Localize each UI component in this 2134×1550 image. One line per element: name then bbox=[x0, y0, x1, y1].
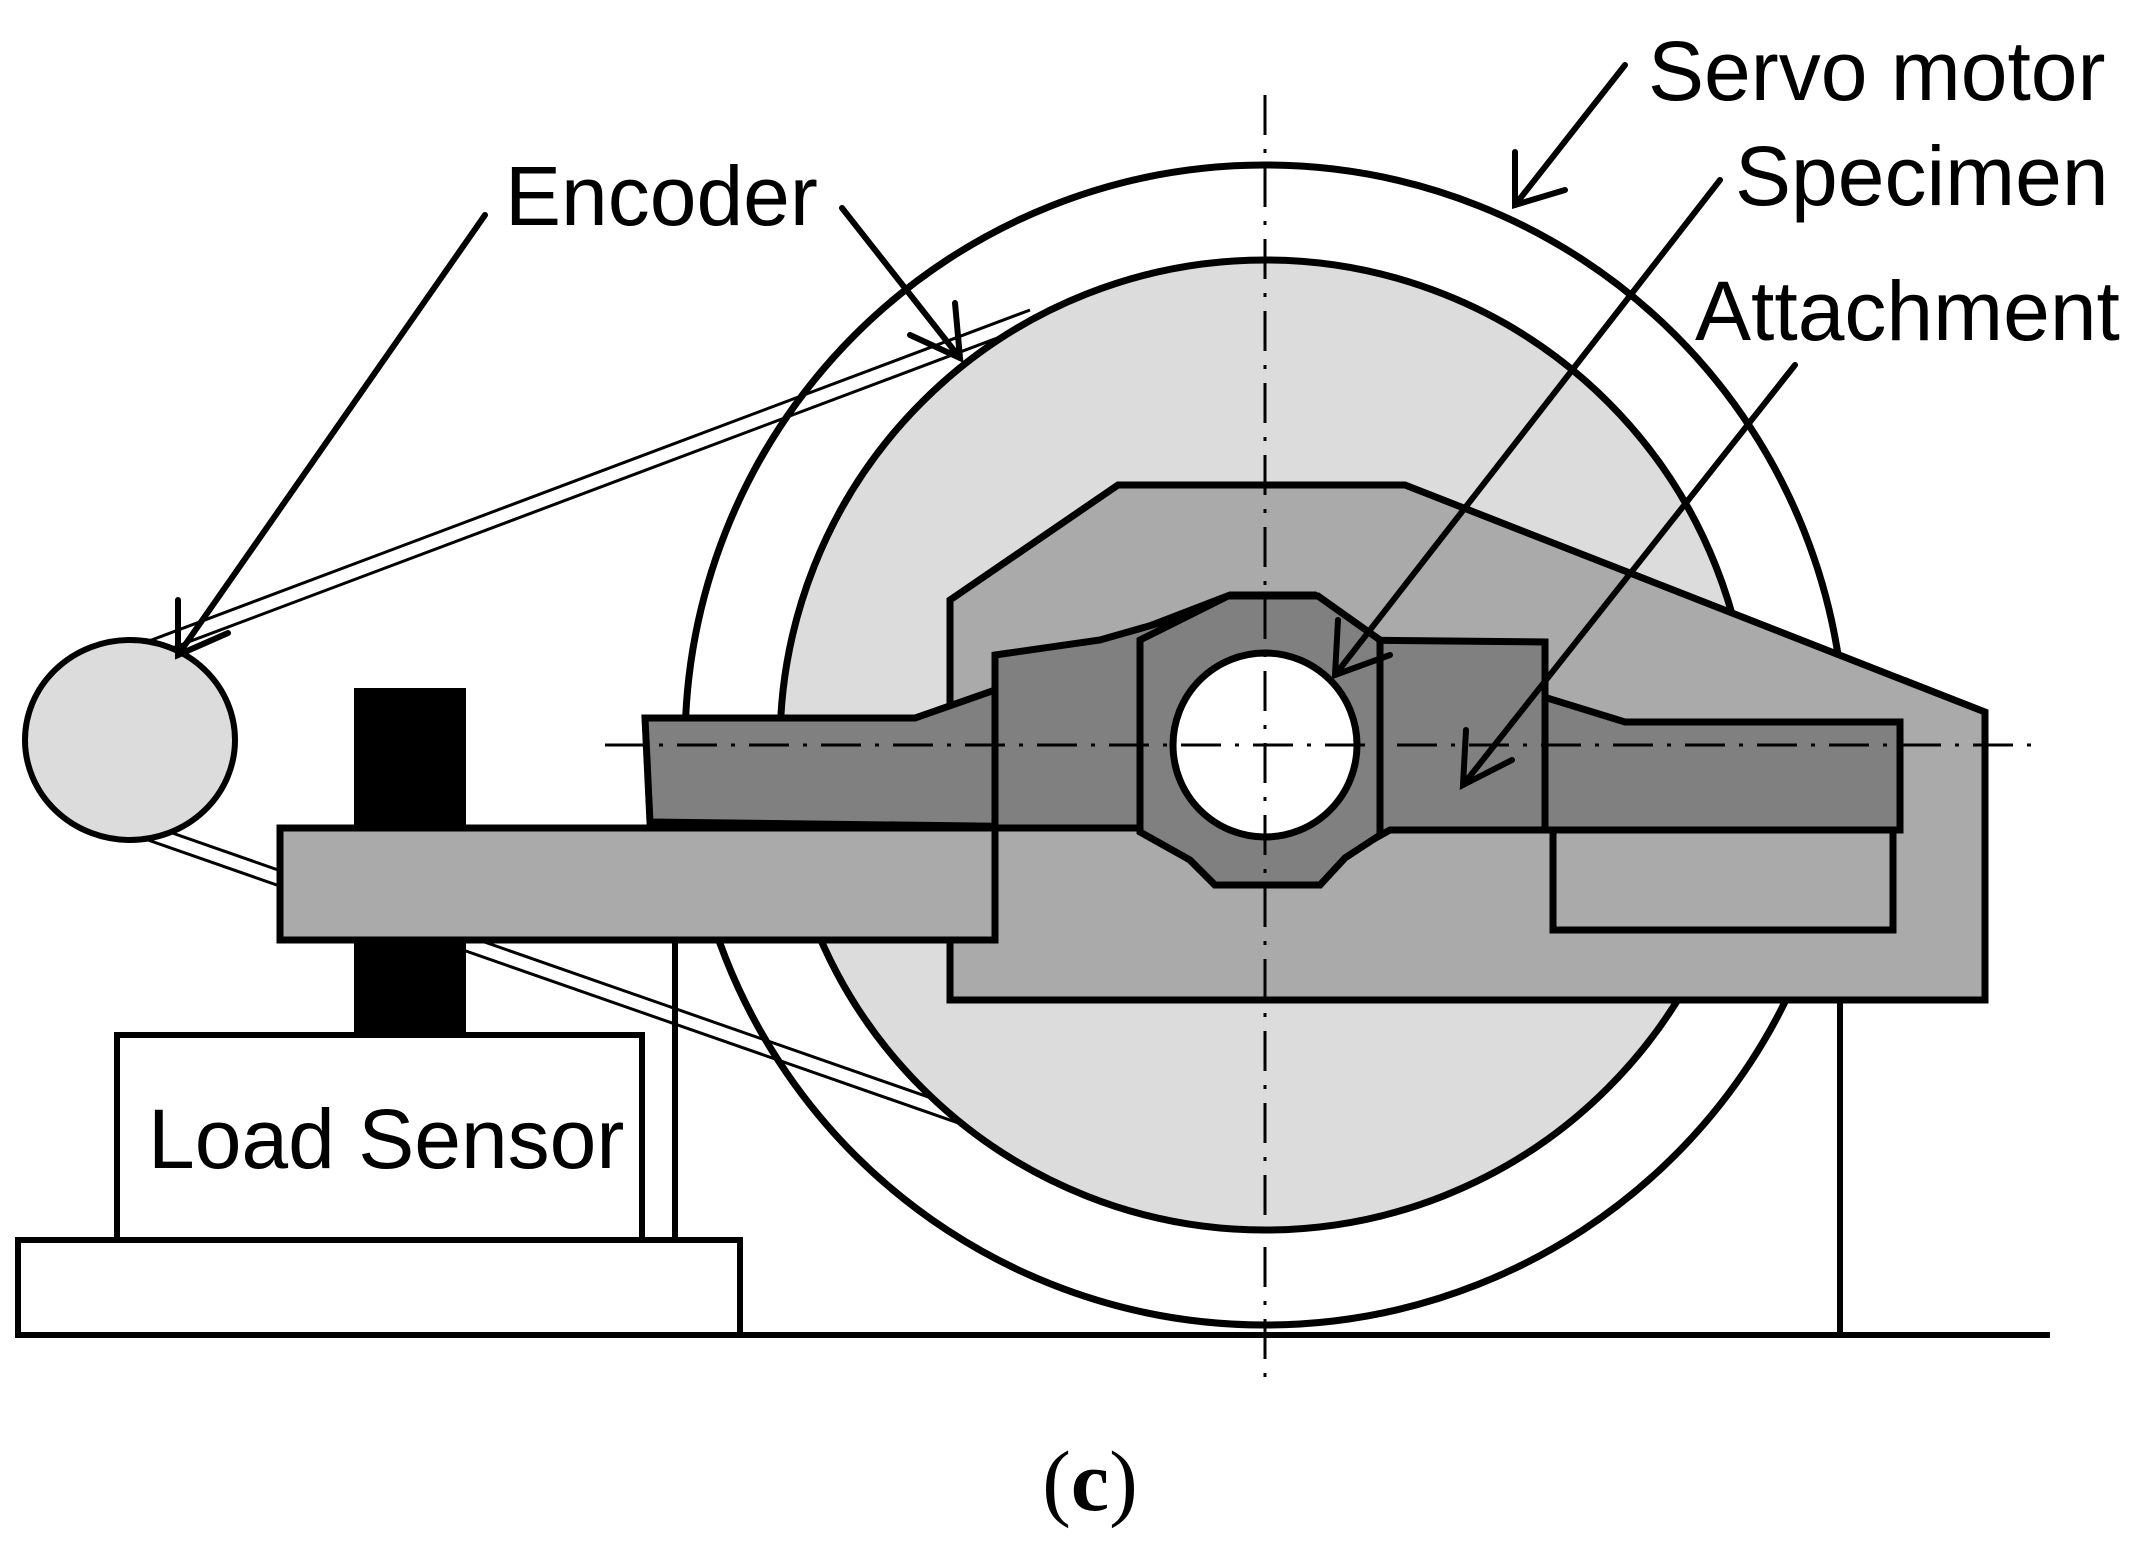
load-arm bbox=[276, 824, 999, 944]
specimen-arrowhead bbox=[1331, 617, 1393, 680]
load-sensor-label: Load Sensor bbox=[148, 1092, 624, 1186]
attachment-cutout bbox=[1549, 816, 1897, 934]
encoder-leader-right bbox=[839, 205, 963, 361]
attachment-leader bbox=[1460, 362, 1798, 788]
leader-arrows bbox=[175, 62, 1798, 791]
caption-open-paren: ( bbox=[1042, 1433, 1071, 1529]
figure-caption: (c) bbox=[1042, 1433, 1137, 1529]
servo-motor-leader bbox=[1512, 62, 1628, 208]
encoder-leader-left bbox=[175, 212, 488, 658]
encoder-label: Encoder bbox=[505, 149, 818, 243]
encoder-arrowhead-left bbox=[175, 597, 231, 660]
specimen-label: Specimen bbox=[1735, 129, 2109, 223]
caption-letter: c bbox=[1071, 1433, 1109, 1529]
caption-close-paren: ) bbox=[1109, 1433, 1138, 1529]
attachment-arrowhead bbox=[1459, 727, 1515, 791]
encoder-arrowhead-right bbox=[907, 300, 964, 363]
specimen-leader bbox=[1332, 177, 1723, 678]
servo-motor-arrowhead bbox=[1512, 149, 1568, 210]
encoder-wheel bbox=[22, 637, 238, 843]
servo-motor-label: Servo motor bbox=[1648, 24, 2106, 118]
load-sensor-box bbox=[114, 1032, 645, 1243]
attachment-label: Attachment bbox=[1695, 264, 2120, 358]
base-plate bbox=[15, 1237, 743, 1338]
